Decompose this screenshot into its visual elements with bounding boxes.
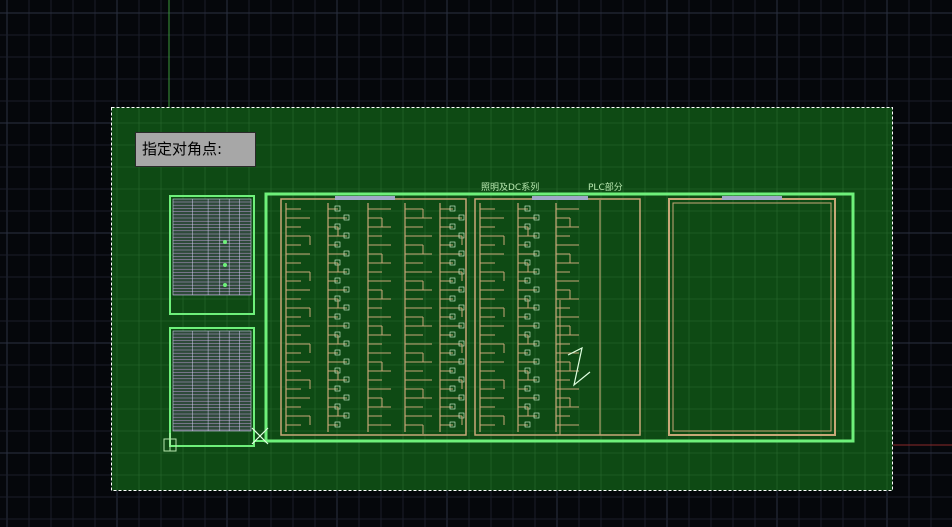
command-prompt-tooltip: 指定对角点: xyxy=(135,132,256,167)
left-sheet-top[interactable] xyxy=(169,195,255,315)
crosshair-cursor-icon xyxy=(251,427,269,445)
panel-plc[interactable] xyxy=(474,196,641,436)
title-lighting-dc: 照明及DC系列 xyxy=(481,183,540,193)
panel-lighting[interactable] xyxy=(280,196,467,436)
main-frame[interactable] xyxy=(254,192,855,443)
title-plc: PLC部分 xyxy=(588,183,623,193)
ucs-icon xyxy=(163,433,177,452)
left-sheet-bottom[interactable] xyxy=(169,327,255,447)
panel-empty[interactable] xyxy=(668,196,836,436)
